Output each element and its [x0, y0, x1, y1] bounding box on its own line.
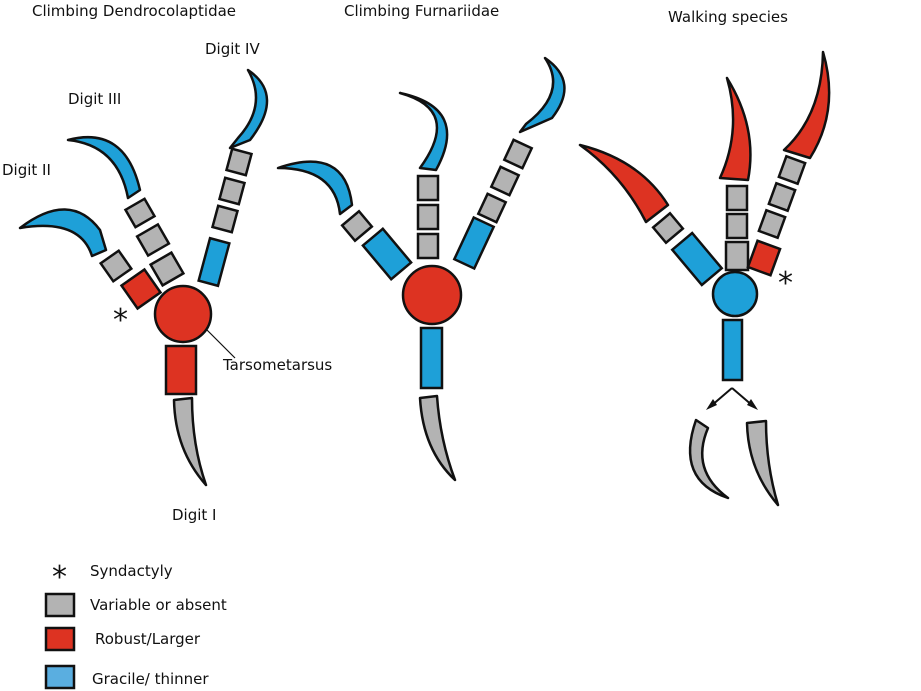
furn-digit-left-claw	[276, 160, 354, 216]
walk-digit-left-phalanx-1	[651, 211, 685, 245]
dendro-digit-iv-phalanx-3	[210, 204, 240, 234]
legend-robust-label: Robust/Larger	[95, 630, 201, 648]
furn-digit-right	[452, 56, 566, 271]
title-walking: Walking species	[668, 8, 788, 26]
furn-digit-right-phalanx-1	[502, 138, 534, 170]
dendro-digit-iv	[197, 68, 269, 288]
furn-digit-middle	[398, 91, 449, 260]
title-furnariidae: Climbing Furnariidae	[344, 2, 499, 20]
dendro-syndactyly-asterisk: *	[113, 303, 128, 338]
walk-digit-middle-phalanx-3	[724, 240, 750, 272]
furn-digit-middle-phalanx-3	[416, 232, 440, 260]
walk-digit-right-phalanx-2	[767, 181, 797, 213]
furn-digit-i-phalanx	[419, 326, 444, 390]
walk-digit-right-claw	[782, 50, 831, 160]
dendro-digit-ii-phalanx-2	[119, 267, 163, 311]
furn-digit-left-phalanx-1	[340, 209, 374, 243]
dendro-digit-iv-phalanx-2	[217, 176, 247, 206]
walk-digit-left-phalanx-2	[670, 231, 724, 287]
dendro-digit-i-claw	[172, 396, 208, 487]
walk-digit-i-claw-alt-2	[745, 419, 780, 507]
dendro-digit-i-phalanx	[164, 344, 198, 396]
dendro-digit-iv-phalanx-4	[197, 236, 231, 288]
walk-syndactyly-asterisk: *	[778, 266, 793, 301]
furn-digit-right-claw	[518, 56, 566, 134]
label-digit-ii: Digit II	[2, 161, 51, 179]
title-dendrocolaptidae: Climbing Dendrocolaptidae	[32, 2, 236, 20]
walk-digit-middle-phalanx-1	[725, 184, 749, 212]
walk-digit-i-phalanx	[721, 318, 744, 382]
legend-gracile-swatch	[44, 664, 76, 690]
dendro-digit-iii-phalanx-2	[135, 222, 171, 258]
dendro-digit-iii-claw	[66, 135, 142, 200]
label-digit-i: Digit I	[172, 506, 216, 524]
furn-digit-right-phalanx-4	[452, 215, 496, 271]
walk-digit-right	[746, 50, 831, 277]
walk-arrow-right-head	[747, 399, 758, 410]
foot-furnariidae	[276, 56, 566, 482]
furn-digit-right-phalanx-3	[476, 192, 508, 224]
dendro-tarsometatarsus	[153, 284, 213, 344]
dendro-digit-ii	[18, 208, 163, 311]
furn-digit-i-claw	[418, 394, 457, 482]
walk-digit-left	[578, 143, 724, 287]
furn-digit-left	[276, 160, 413, 281]
walk-digit-right-phalanx-4	[746, 239, 782, 277]
legend: * Syndactyly Variable or absent Robust/L…	[44, 560, 227, 690]
furn-digit-middle-phalanx-1	[416, 174, 440, 202]
legend-variable-label: Variable or absent	[90, 596, 227, 614]
foot-dendrocolaptidae: *	[18, 68, 269, 487]
dendro-digit-iii	[66, 135, 186, 288]
walk-digit-right-phalanx-3	[757, 208, 787, 240]
walk-arrow-left-head	[706, 399, 717, 410]
legend-gracile-label: Gracile/ thinner	[92, 670, 209, 688]
dendro-digit-ii-claw	[18, 208, 108, 258]
furn-tarsometatarsus	[401, 264, 463, 326]
walk-digit-i-claw-alt-1	[688, 418, 730, 500]
label-digit-iv: Digit IV	[205, 40, 260, 58]
walk-digit-left-claw	[578, 143, 670, 224]
dendro-digit-iv-claw	[228, 68, 269, 150]
label-digit-iii: Digit III	[68, 90, 121, 108]
walk-digit-right-phalanx-1	[777, 154, 807, 186]
dendro-digit-iii-phalanx-3	[148, 250, 186, 288]
walk-tarsometatarsus	[711, 270, 759, 318]
furn-digit-middle-claw	[398, 91, 449, 172]
dendro-digit-iii-phalanx-1	[123, 197, 157, 229]
legend-syndactyly-label: Syndactyly	[90, 562, 173, 580]
walk-digit-middle-claw	[718, 76, 752, 182]
furn-digit-left-phalanx-2	[361, 227, 413, 281]
dendro-digit-ii-phalanx-1	[98, 248, 134, 284]
furn-digit-middle-phalanx-2	[416, 203, 440, 231]
legend-variable-swatch	[44, 592, 76, 618]
dendro-digit-iv-phalanx-1	[224, 147, 254, 177]
legend-syndactyly-symbol: *	[52, 560, 67, 595]
walk-digit-middle-phalanx-2	[725, 212, 749, 240]
label-tarsometatarsus: Tarsometarsus	[222, 356, 332, 374]
tarsometatarsus-leader-line	[206, 329, 236, 359]
foot-walking: *	[578, 50, 831, 507]
legend-robust-swatch	[44, 626, 76, 652]
furn-digit-right-phalanx-2	[489, 165, 521, 197]
walk-digit-middle	[718, 76, 752, 272]
